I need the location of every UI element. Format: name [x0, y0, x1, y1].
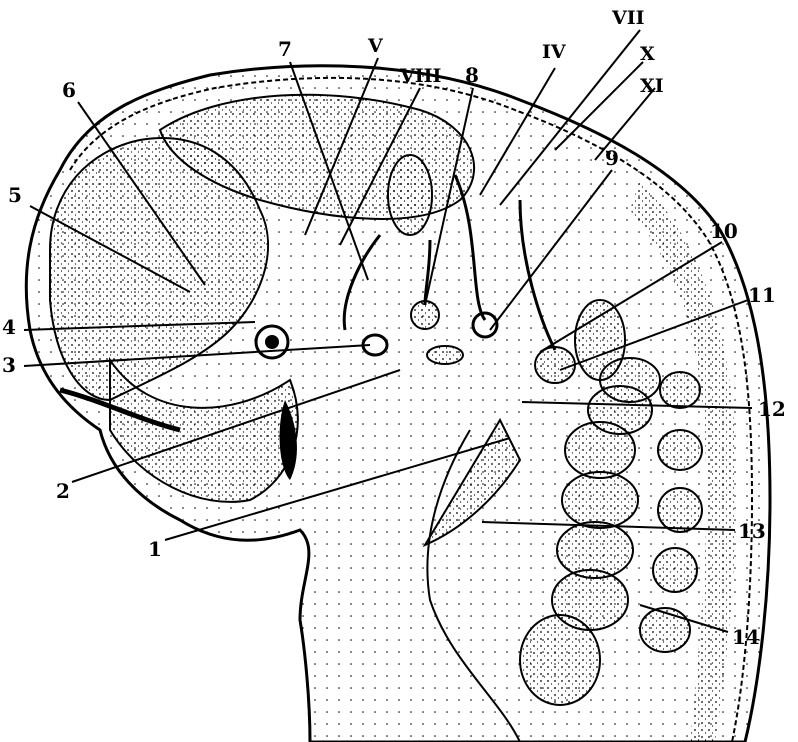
- label-V: V: [367, 35, 384, 57]
- label-13: 13: [738, 519, 766, 543]
- ectoderm-band: [69, 76, 754, 742]
- limb-bud-outline: [426, 429, 521, 742]
- label-8: 8: [465, 63, 479, 87]
- label-7: 7: [278, 37, 292, 61]
- label-XI: XI: [640, 75, 664, 97]
- ganglion-v: [387, 154, 433, 236]
- somites: [519, 299, 703, 706]
- leader-lines: [23, 29, 753, 633]
- ganglion-9: [471, 311, 499, 339]
- dorsal-band: [630, 180, 736, 742]
- ganglion-8: [410, 300, 440, 330]
- label-3: 3: [2, 353, 16, 377]
- label-10: 10: [710, 219, 738, 243]
- label-VII: VII: [611, 7, 645, 29]
- heart-region: [422, 417, 522, 548]
- label-11: 11: [748, 283, 776, 307]
- label-1: 1: [148, 537, 162, 561]
- cleft: [279, 400, 297, 480]
- nerve-roots: [342, 174, 557, 351]
- label-VIII: VIII: [399, 65, 442, 87]
- label-5: 5: [8, 183, 22, 207]
- label-14: 14: [732, 625, 760, 649]
- label-IV: IV: [542, 41, 567, 63]
- forebrain: [49, 137, 269, 402]
- label-6: 6: [62, 78, 76, 102]
- eye-pupil: [265, 335, 279, 349]
- label-X: X: [640, 43, 655, 65]
- label-9: 9: [605, 146, 619, 170]
- label-2: 2: [56, 479, 70, 503]
- label-4: 4: [2, 315, 16, 339]
- ganglion-center: [426, 345, 464, 365]
- pharynx-border: [59, 387, 181, 433]
- label-12: 12: [758, 397, 786, 421]
